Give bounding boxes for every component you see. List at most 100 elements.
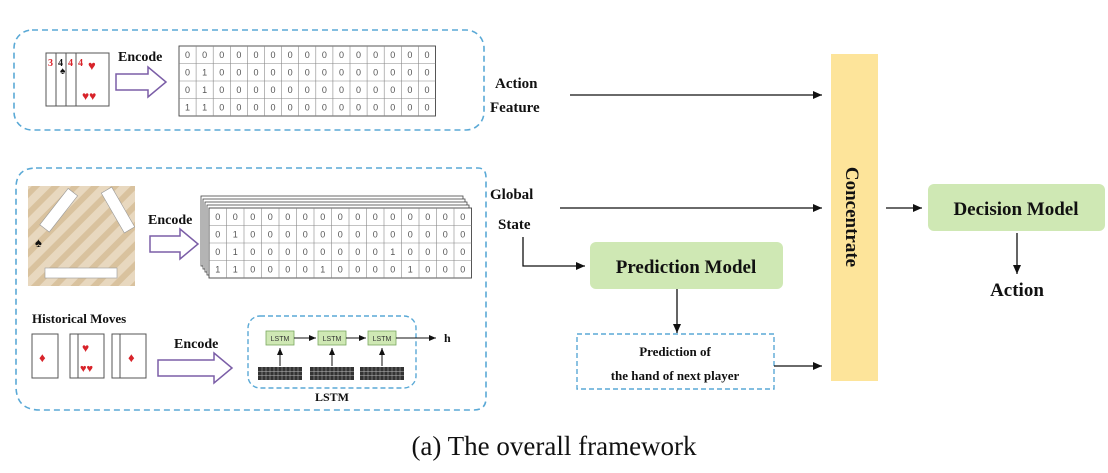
prediction-output-line1: Prediction of xyxy=(639,344,711,359)
action-matrix-cell: 1 xyxy=(202,67,207,77)
state-matrix-cell: 0 xyxy=(373,229,378,239)
state-matrix-cell: 0 xyxy=(443,264,448,274)
lstm-cell-1: LSTM xyxy=(271,336,290,343)
svg-text:♦: ♦ xyxy=(39,350,46,365)
state-matrix-cell: 0 xyxy=(373,247,378,257)
state-region-border xyxy=(15,167,487,411)
action-matrix-cell: 0 xyxy=(373,67,378,77)
state-matrix-cell: 0 xyxy=(268,212,273,222)
state-matrix-cell: 0 xyxy=(303,264,308,274)
state-to-prediction-arrow xyxy=(522,237,585,270)
action-matrix-cell: 0 xyxy=(407,85,412,95)
prediction-output-line2: the hand of next player xyxy=(611,368,740,383)
action-matrix-cell: 0 xyxy=(390,67,395,77)
action-matrix-cell: 0 xyxy=(339,50,344,60)
state-matrix-cell: 0 xyxy=(408,229,413,239)
state-matrix-cell: 1 xyxy=(215,264,220,274)
encode-arrow-history xyxy=(157,351,234,385)
action-matrix-cell: 1 xyxy=(202,102,207,112)
state-matrix-cell: 0 xyxy=(268,264,273,274)
action-matrix-cell: 0 xyxy=(305,50,310,60)
state-matrix-cell: 1 xyxy=(320,264,325,274)
lstm-input-vector xyxy=(360,367,404,380)
state-matrix-cell: 0 xyxy=(268,247,273,257)
state-matrix-cell: 0 xyxy=(443,229,448,239)
figure-caption: (a) The overall framework xyxy=(411,431,697,461)
state-matrix-cell: 0 xyxy=(215,229,220,239)
state-matrix-cell: 0 xyxy=(320,229,325,239)
concentrate-bar xyxy=(831,54,878,381)
action-matrix-cell: 0 xyxy=(356,50,361,60)
decision-model-label: Decision Model xyxy=(953,199,1078,220)
action-matrix-cell: 0 xyxy=(322,102,327,112)
action-matrix-cell: 0 xyxy=(236,85,241,95)
action-matrix-cell: 0 xyxy=(424,67,429,77)
state-matrix-cell: 0 xyxy=(373,264,378,274)
action-matrix-cell: 1 xyxy=(185,102,190,112)
state-matrix-cell: 0 xyxy=(285,264,290,274)
state-matrix-cell: 0 xyxy=(390,264,395,274)
state-matrix-cell: 0 xyxy=(250,229,255,239)
state-matrix-cell: 0 xyxy=(338,212,343,222)
state-matrix-cell: 0 xyxy=(285,212,290,222)
state-matrix-cell: 0 xyxy=(338,264,343,274)
state-matrix-cell: 0 xyxy=(303,212,308,222)
state-matrix-cell: 0 xyxy=(443,247,448,257)
action-matrix-cell: 0 xyxy=(356,67,361,77)
state-matrix-cell: 1 xyxy=(233,247,238,257)
game-table-image: ♠ xyxy=(28,186,136,286)
action-matrix-cell: 0 xyxy=(390,85,395,95)
state-matrix-cell: 0 xyxy=(338,229,343,239)
lstm-hidden-output: h xyxy=(444,331,451,345)
action-matrix-cell: 0 xyxy=(424,85,429,95)
historical-move-cards: ♦ ♥ ♥♥ ♦ xyxy=(31,333,147,379)
action-matrix-cell: 0 xyxy=(185,67,190,77)
state-matrix-cell: 0 xyxy=(250,212,255,222)
action-matrix-cell: 0 xyxy=(356,102,361,112)
state-matrix-cell: 0 xyxy=(303,247,308,257)
action-cards: 3 4 4 4 ♥ ♥♥ ♠ xyxy=(45,52,110,107)
state-matrix-cell: 1 xyxy=(408,264,413,274)
lstm-title: LSTM xyxy=(315,390,349,404)
svg-text:4: 4 xyxy=(78,58,83,69)
svg-text:4: 4 xyxy=(68,58,73,69)
action-matrix-cell: 0 xyxy=(322,67,327,77)
action-matrix-cell: 0 xyxy=(322,50,327,60)
action-matrix-cell: 0 xyxy=(271,102,276,112)
action-matrix-cell: 0 xyxy=(236,102,241,112)
svg-text:♥♥: ♥♥ xyxy=(80,363,93,375)
svg-text:♦: ♦ xyxy=(128,350,135,365)
action-matrix-cell: 1 xyxy=(202,85,207,95)
action-matrix-cell: 0 xyxy=(373,50,378,60)
encode-label-history: Encode xyxy=(174,337,218,352)
svg-text:♥: ♥ xyxy=(88,58,96,73)
action-matrix-cell: 0 xyxy=(271,67,276,77)
encode-arrow-state xyxy=(149,227,200,261)
action-matrix-cell: 0 xyxy=(219,85,224,95)
state-matrix-cell: 1 xyxy=(233,229,238,239)
state-matrix-cell: 0 xyxy=(408,247,413,257)
action-matrix-cell: 0 xyxy=(424,102,429,112)
action-matrix-cell: 0 xyxy=(339,67,344,77)
svg-text:4: 4 xyxy=(58,58,63,69)
action-matrix-cell: 0 xyxy=(390,50,395,60)
action-region-border xyxy=(13,29,485,131)
action-matrix-cell: 0 xyxy=(271,50,276,60)
action-matrix-cell: 0 xyxy=(185,50,190,60)
encode-label-state: Encode xyxy=(148,213,192,228)
global-state-label-line2: State xyxy=(498,217,531,233)
state-matrix-cell: 0 xyxy=(408,212,413,222)
action-matrix-cell: 0 xyxy=(236,50,241,60)
state-matrix-cell: 0 xyxy=(215,212,220,222)
action-matrix-cell: 0 xyxy=(219,102,224,112)
state-matrix-cell: 0 xyxy=(250,247,255,257)
action-matrix-cell: 0 xyxy=(236,67,241,77)
state-matrix-cell: 0 xyxy=(460,247,465,257)
state-matrix-cell: 0 xyxy=(390,212,395,222)
action-matrix-cell: 0 xyxy=(288,85,293,95)
action-matrix-cell: 0 xyxy=(253,85,258,95)
action-output-label: Action xyxy=(990,280,1044,301)
